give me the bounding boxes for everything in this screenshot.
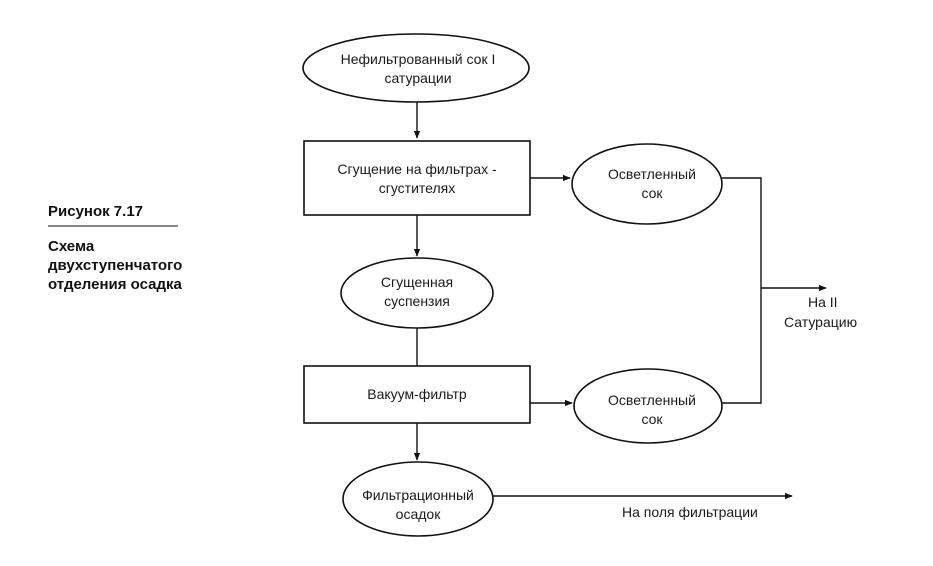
output-filtration-fields: На поля фильтрации (622, 504, 758, 520)
figure-number: Рисунок 7.17 (48, 203, 143, 220)
node-filter-cake: Фильтрационный осадок (342, 461, 494, 537)
node-unfiltered-juice: Нефильтрованный сок I сатурации (302, 33, 530, 103)
node-label: сгустителях (379, 180, 456, 196)
node-thickening: Сгущение на фильтрах - сгустителях (303, 140, 531, 216)
node-label: Сгущенная (381, 274, 453, 290)
node-label: сатурации (384, 70, 451, 86)
output-label: На II (808, 294, 838, 310)
node-label: суспензия (384, 293, 450, 309)
node-label: Осветленный (608, 166, 696, 182)
node-label: осадок (396, 506, 442, 522)
edges (413, 102, 827, 500)
edge-clarified-merge (722, 177, 762, 404)
node-thickened-suspension: Сгущенная суспензия (340, 257, 494, 329)
node-clarified-juice-2: Осветленный сок (573, 368, 723, 444)
output-label: Сатурацию (784, 314, 857, 330)
node-label: сок (641, 185, 663, 201)
node-clarified-juice-1: Осветленный сок (571, 143, 723, 225)
node-label: Сгущение на фильтрах - (337, 161, 497, 177)
node-label: Фильтрационный (362, 487, 474, 503)
output-second-saturation: На II Сатурацию (784, 294, 857, 330)
caption-line: двухступенчатого (48, 257, 182, 274)
node-label: Нефильтрованный сок I (341, 51, 496, 67)
node-label: сок (641, 411, 663, 427)
output-label: На поля фильтрации (622, 504, 758, 520)
node-vacuum-filter: Вакуум-фильтр (303, 365, 531, 424)
caption-line: Схема (48, 238, 95, 255)
node-label: Вакуум-фильтр (367, 386, 467, 402)
caption-line: отделения осадка (48, 276, 183, 293)
figure-caption: Рисунок 7.17 Схема двухступенчатого отде… (48, 203, 183, 293)
node-label: Осветленный (608, 392, 696, 408)
